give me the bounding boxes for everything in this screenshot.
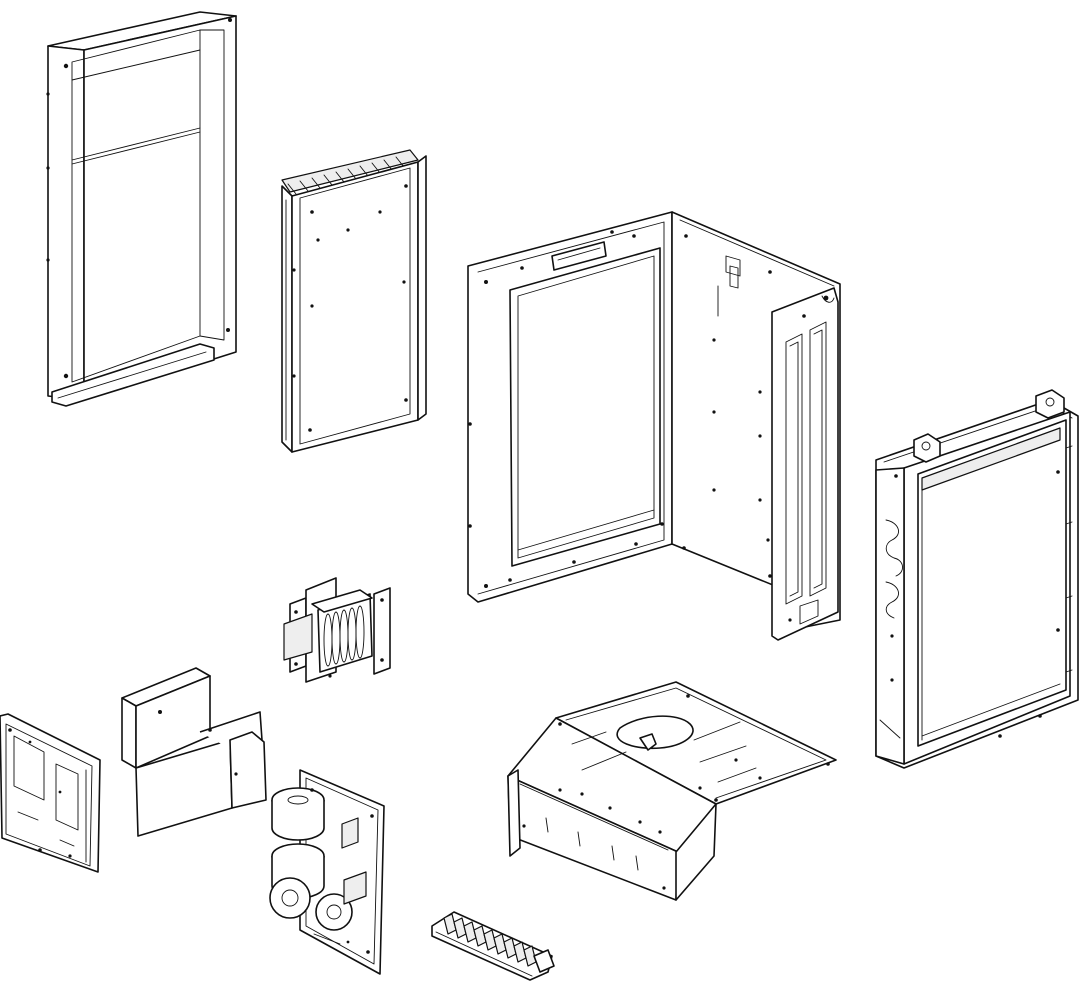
control-board-left: [0, 713, 101, 873]
filter-board: [269, 769, 385, 975]
bent-sheet-bracket: [121, 667, 267, 837]
terminal-block: [431, 911, 555, 981]
front-cover-panel: [46, 11, 237, 407]
base-tray: [507, 681, 837, 901]
corner-chassis-frame: [467, 211, 841, 641]
transformer-coil: [283, 577, 391, 683]
mounting-frame-right: [875, 389, 1079, 769]
heatsink-plate: [281, 149, 427, 453]
